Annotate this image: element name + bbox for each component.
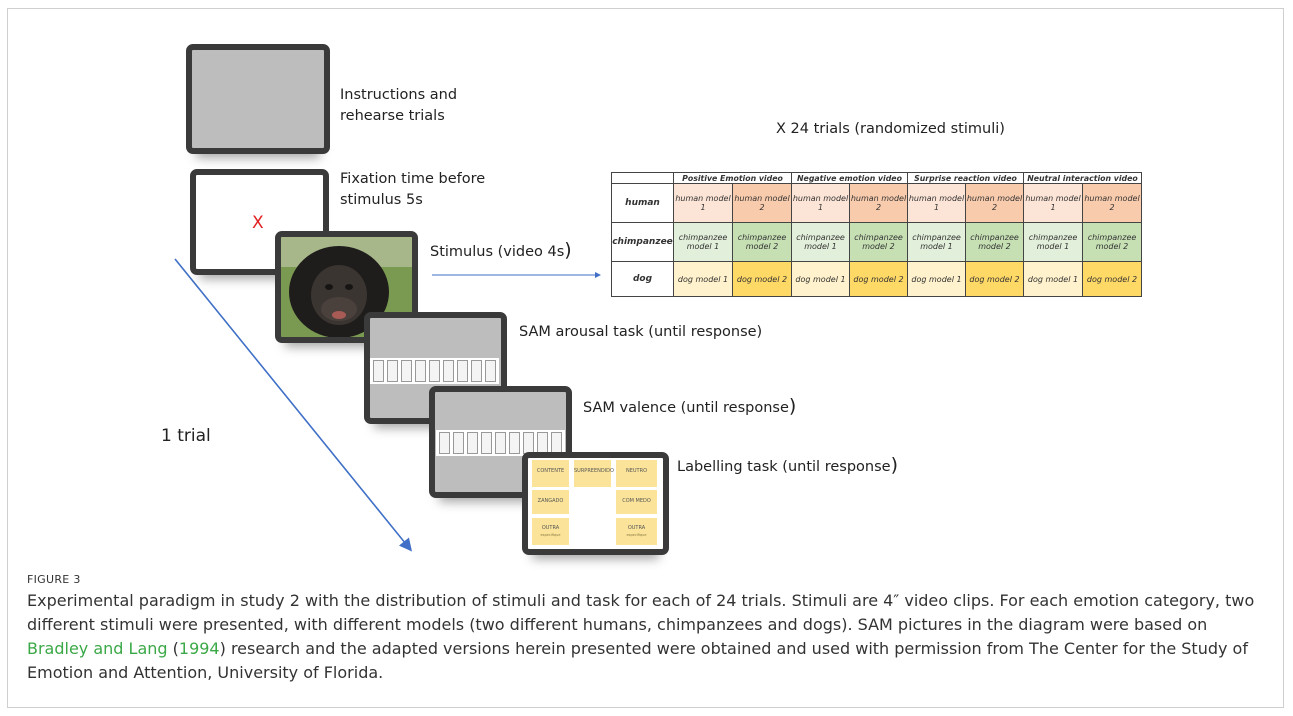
table-header-row: Positive Emotion video Negative emotion …	[611, 172, 1142, 184]
table-cell: dog model 1	[791, 261, 850, 297]
label-zangado: ZANGADO	[532, 490, 569, 514]
table-corner	[611, 172, 674, 184]
table-cell: human model 2	[1082, 183, 1142, 223]
header-neutral: Neutral interaction video	[1023, 172, 1142, 184]
stimuli-table: Positive Emotion video Negative emotion …	[611, 172, 1142, 297]
table-cell: dog model 2	[1082, 261, 1142, 297]
label-contente: CONTENTE	[532, 460, 569, 487]
table-cell: dog model 2	[965, 261, 1024, 297]
one-trial-label: 1 trial	[161, 426, 211, 446]
fixation-label: Fixation time before stimulus 5s	[340, 171, 486, 208]
caption-text-2: (	[167, 639, 179, 658]
instructions-screen	[186, 44, 330, 154]
table-row-human: human human model 1 human model 2 human …	[611, 183, 1142, 223]
citation-link-authors[interactable]: Bradley and Lang	[27, 639, 168, 658]
trial-arrow	[174, 258, 413, 552]
instructions-label: Instructions and rehearse trials	[340, 87, 458, 124]
table-cell: dog model 1	[673, 261, 733, 297]
table-cell: dog model 2	[849, 261, 908, 297]
table-cell: human model 1	[1023, 183, 1083, 223]
table-row-dog: dog dog model 1 dog model 2 dog model 1 …	[611, 261, 1142, 297]
table-cell: chimpanzee model 2	[965, 222, 1024, 262]
label-outra-right-sub: especifique	[626, 533, 647, 537]
row-label-human: human	[611, 183, 674, 223]
header-negative: Negative emotion video	[791, 172, 908, 184]
row-label-chimpanzee: chimpanzee	[611, 222, 674, 262]
arousal-label: SAM arousal task (until response)	[519, 324, 763, 340]
paradigm-diagram: Instructions and rehearse trials X Fixat…	[161, 44, 1142, 555]
labelling-paren: )	[890, 454, 898, 476]
figure-frame	[7, 8, 1284, 708]
figure-label: FIGURE 3	[27, 573, 81, 586]
table-cell: dog model 1	[907, 261, 966, 297]
table-cell: chimpanzee model 1	[791, 222, 850, 262]
header-surprise: Surprise reaction video	[907, 172, 1024, 184]
table-cell: chimpanzee model 1	[673, 222, 733, 262]
label-com-medo: COM MEDO	[616, 490, 657, 514]
fixation-mark: X	[252, 213, 264, 233]
label-neutro: NEUTRO	[616, 460, 657, 487]
table-cell: chimpanzee model 2	[1082, 222, 1142, 262]
stimulus-screen	[275, 231, 418, 343]
header-positive: Positive Emotion video	[673, 172, 792, 184]
labelling-label: Labelling task (until response)	[677, 454, 898, 476]
table-cell: dog model 1	[1023, 261, 1083, 297]
figure-caption: Experimental paradigm in study 2 with th…	[27, 589, 1257, 685]
table-cell: human model 2	[965, 183, 1024, 223]
sam-valence-scale	[436, 430, 565, 456]
stimulus-label: Stimulus (video 4s)	[430, 239, 572, 261]
label-surpreendido: SURPREENDIDO	[574, 460, 614, 487]
table-cell: human model 1	[673, 183, 733, 223]
caption-text-1: Experimental paradigm in study 2 with th…	[27, 591, 1255, 634]
table-cell: human model 2	[732, 183, 792, 223]
stimulus-paren: )	[564, 239, 572, 261]
table-cell: human model 1	[907, 183, 966, 223]
diagram-arrows	[174, 258, 601, 552]
sam-arousal-scale	[370, 358, 499, 384]
table-cell: dog model 2	[732, 261, 792, 297]
citation-link-year[interactable]: 1994	[178, 639, 220, 658]
table-cell: chimpanzee model 2	[732, 222, 792, 262]
table-cell: chimpanzee model 2	[849, 222, 908, 262]
valence-paren: )	[788, 395, 797, 417]
table-cell: human model 1	[791, 183, 850, 223]
label-outra-left-sub: especifique	[540, 533, 561, 537]
row-label-dog: dog	[611, 261, 674, 297]
table-row-chimpanzee: chimpanzee chimpanzee model 1 chimpanzee…	[611, 222, 1142, 262]
table-cell: human model 2	[849, 183, 908, 223]
trials-title: X 24 trials (randomized stimuli)	[776, 121, 1005, 137]
valence-label: SAM valence (until response)	[583, 395, 797, 417]
table-cell: chimpanzee model 1	[907, 222, 966, 262]
caption-text-3: ) research and the adapted versions here…	[27, 639, 1248, 682]
table-cell: chimpanzee model 1	[1023, 222, 1083, 262]
